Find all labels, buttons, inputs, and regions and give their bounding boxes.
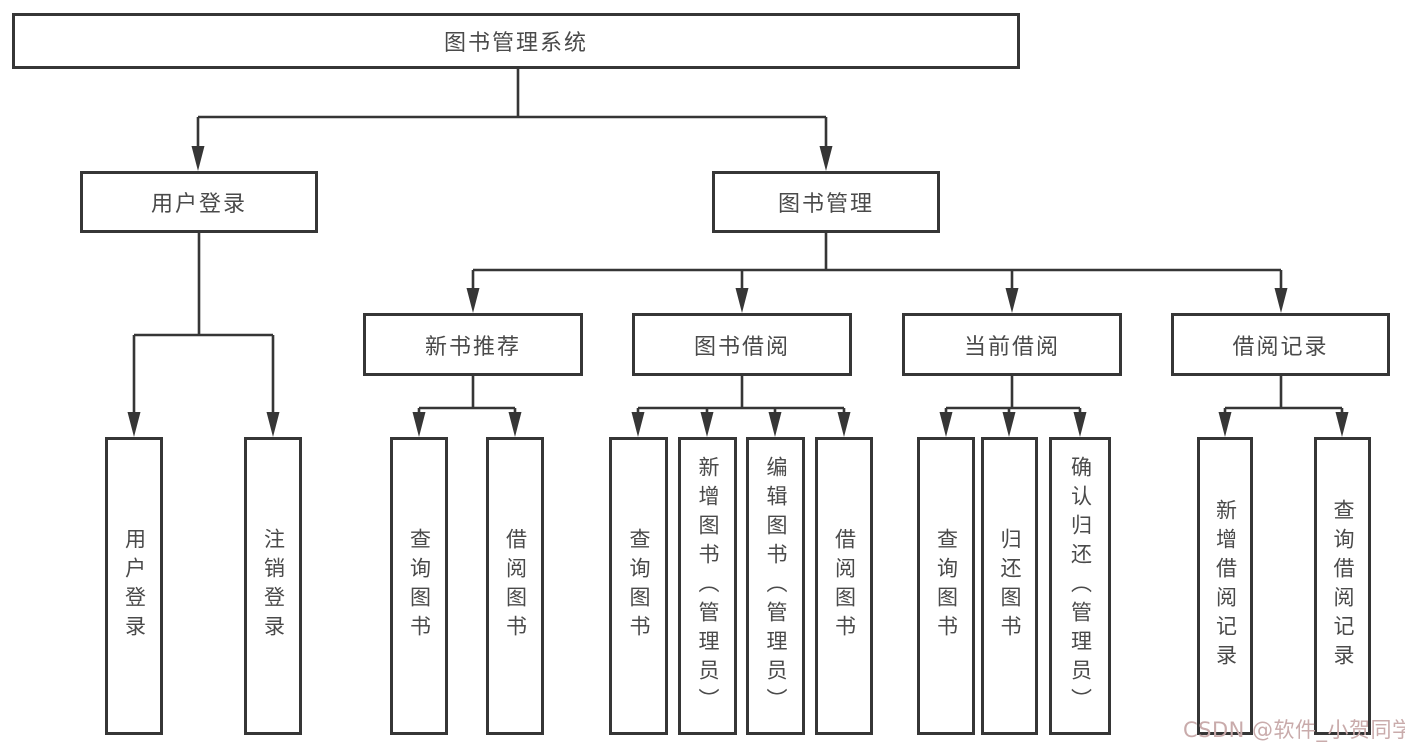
leaf-logout: 注销登录 xyxy=(244,437,302,735)
leaf-query-books-1: 查询图书 xyxy=(390,437,448,735)
leaf-add-books-admin: 新增图书（管理员） xyxy=(678,437,737,735)
node-library-system: 图书管理系统 xyxy=(12,13,1020,69)
csdn-watermark: CSDN @软件_小贺同学 xyxy=(1183,718,1405,742)
leaf-edit-books-admin: 编辑图书（管理员） xyxy=(746,437,805,735)
node-borrowing-records: 借阅记录 xyxy=(1171,313,1390,376)
leaf-return-books: 归还图书 xyxy=(981,437,1038,735)
leaf-user-login: 用户登录 xyxy=(105,437,163,735)
leaf-confirm-return-admin: 确认归还（管理员） xyxy=(1049,437,1111,735)
node-current-borrowing: 当前借阅 xyxy=(902,313,1122,376)
leaf-borrow-books-1: 借阅图书 xyxy=(486,437,544,735)
leaf-add-borrow-record: 新增借阅记录 xyxy=(1197,437,1253,735)
node-book-management-branch: 图书管理 xyxy=(712,171,940,233)
node-user-login-branch: 用户登录 xyxy=(80,171,318,233)
leaf-query-books-3: 查询图书 xyxy=(917,437,975,735)
leaf-borrow-books-2: 借阅图书 xyxy=(815,437,873,735)
leaf-query-borrow-record: 查询借阅记录 xyxy=(1314,437,1371,735)
node-book-borrowing: 图书借阅 xyxy=(632,313,852,376)
node-new-book-recommendation: 新书推荐 xyxy=(363,313,583,376)
leaf-query-books-2: 查询图书 xyxy=(609,437,668,735)
